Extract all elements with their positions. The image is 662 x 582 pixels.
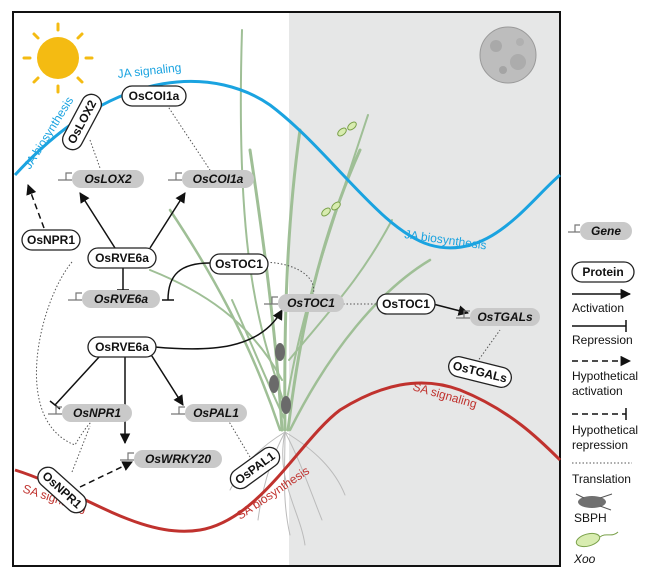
sun-icon bbox=[22, 22, 94, 94]
protein-osrve6a-mid: OsRVE6a bbox=[87, 336, 157, 358]
gene-osrve6a: OsRVE6a bbox=[68, 290, 160, 308]
svg-text:OsTOC1: OsTOC1 bbox=[215, 257, 263, 271]
legend-sbph: SBPH bbox=[574, 511, 607, 525]
legend: Gene Protein Activation Repression Hypot… bbox=[568, 222, 638, 566]
svg-text:OsTGALs: OsTGALs bbox=[477, 310, 533, 324]
svg-text:OsNPR1: OsNPR1 bbox=[73, 406, 121, 420]
svg-text:OsCOI1a: OsCOI1a bbox=[129, 89, 180, 103]
svg-text:OsRVE6a: OsRVE6a bbox=[95, 251, 149, 265]
gene-ospal1: OsPAL1 bbox=[171, 404, 247, 422]
gene-ostgals: OsTGALs bbox=[456, 308, 540, 326]
gene-oscoi1a: OsCOI1a bbox=[168, 170, 254, 188]
sbph-on-stem-icon bbox=[269, 343, 291, 414]
svg-text:OsRVE6a: OsRVE6a bbox=[94, 292, 148, 306]
gene-oslox2: OsLOX2 bbox=[58, 170, 144, 188]
legend-repression: Repression bbox=[572, 333, 633, 347]
protein-osnpr1-top: OsNPR1 bbox=[21, 229, 81, 251]
svg-text:OsTOC1: OsTOC1 bbox=[382, 297, 430, 311]
legend-hyp-repression-line2: repression bbox=[572, 438, 628, 452]
svg-text:OsLOX2: OsLOX2 bbox=[84, 172, 132, 186]
svg-text:Gene: Gene bbox=[591, 224, 621, 238]
xoo-on-leaf-icon bbox=[321, 121, 357, 217]
legend-xoo: Xoo bbox=[573, 552, 596, 566]
moon-icon bbox=[479, 26, 537, 84]
xoo-icon bbox=[575, 531, 619, 548]
protein-osrve6a-top: OsRVE6a bbox=[87, 247, 157, 269]
protein-ostoc1-top: OsTOC1 bbox=[209, 253, 269, 275]
svg-text:OsCOI1a: OsCOI1a bbox=[193, 172, 244, 186]
protein-ostoc1-right: OsTOC1 bbox=[376, 293, 436, 315]
sa-curve bbox=[14, 381, 562, 533]
legend-activation: Activation bbox=[572, 301, 624, 315]
night-background bbox=[289, 12, 560, 566]
svg-text:OsTOC1: OsTOC1 bbox=[287, 296, 335, 310]
gene-ostoc1: OsTOC1 bbox=[264, 294, 344, 312]
panel-frame bbox=[12, 11, 561, 567]
svg-text:OsWRKY20: OsWRKY20 bbox=[145, 452, 211, 466]
legend-gene: Gene bbox=[568, 222, 632, 240]
svg-text:OsNPR1: OsNPR1 bbox=[27, 233, 75, 247]
svg-text:Protein: Protein bbox=[582, 265, 623, 279]
activation-arrows bbox=[79, 192, 470, 445]
hypothetical-arrows bbox=[26, 184, 133, 488]
svg-text:OsRVE6a: OsRVE6a bbox=[95, 340, 149, 354]
protein-oscoi1a: OsCOI1a bbox=[121, 85, 187, 107]
legend-hyp-activation-line1: Hypothetical bbox=[572, 369, 638, 383]
svg-text:OsPAL1: OsPAL1 bbox=[193, 406, 239, 420]
legend-protein: Protein bbox=[571, 261, 635, 283]
legend-hyp-activation-line2: activation bbox=[572, 384, 623, 398]
rice-plant-illustration bbox=[149, 29, 432, 546]
ja-signaling-label: JA signaling bbox=[117, 60, 182, 81]
gene-oswrky20: OsWRKY20 bbox=[120, 450, 222, 468]
gene-osnpr1: OsNPR1 bbox=[48, 404, 132, 422]
legend-translation: Translation bbox=[572, 472, 631, 486]
repression-lines bbox=[49, 262, 211, 410]
sbph-icon bbox=[575, 493, 613, 511]
legend-hyp-repression-line1: Hypothetical bbox=[572, 423, 638, 437]
